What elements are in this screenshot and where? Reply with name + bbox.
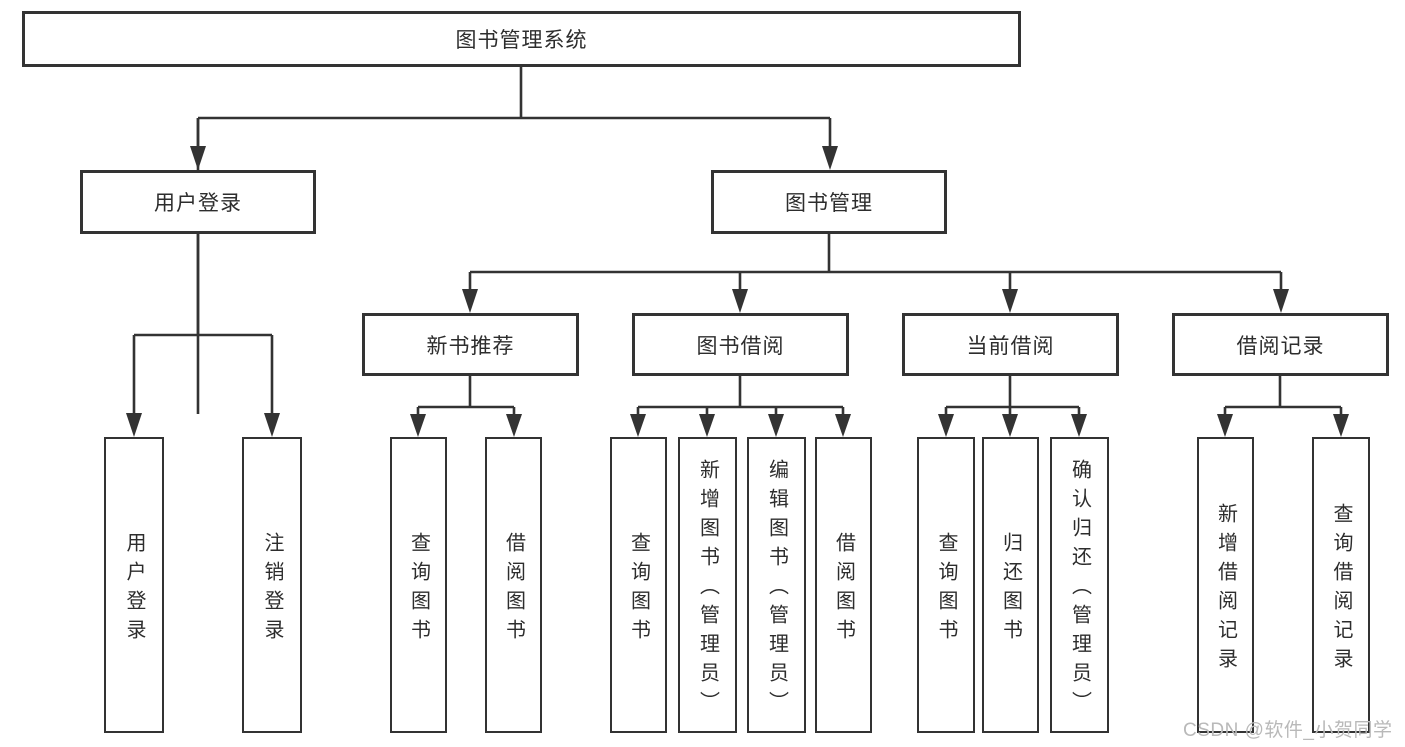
csdn-watermark: CSDN @软件_小贺同学 xyxy=(1183,720,1393,741)
leaf-query-borrow-record: 查询借阅记录 xyxy=(1312,437,1370,733)
node-borrowing-records: 借阅记录 xyxy=(1172,313,1389,376)
node-label: 借阅记录 xyxy=(1236,334,1325,358)
leaf-label: 借阅图书 xyxy=(832,531,855,648)
leaf-edit-books-admin: 编辑图书（管理员） xyxy=(747,437,806,733)
leaf-label: 借阅图书 xyxy=(502,531,525,648)
leaf-label: 确认归还（管理员） xyxy=(1068,459,1091,720)
leaf-label: 用户登录 xyxy=(123,531,145,648)
leaf-label: 编辑图书（管理员） xyxy=(765,459,788,720)
leaf-label: 新增图书（管理员） xyxy=(696,459,719,720)
leaf-query-books: 查询图书 xyxy=(917,437,975,733)
leaf-add-books-admin: 新增图书（管理员） xyxy=(678,437,737,733)
node-root-system: 图书管理系统 xyxy=(22,11,1021,67)
node-book-borrowing: 图书借阅 xyxy=(632,313,849,376)
leaf-label: 查询图书 xyxy=(627,531,650,648)
node-label: 图书借阅 xyxy=(696,334,785,358)
leaf-label: 归还图书 xyxy=(999,531,1022,648)
leaf-borrow-books: 借阅图书 xyxy=(815,437,872,733)
node-label: 当前借阅 xyxy=(966,334,1055,358)
leaf-label: 查询借阅记录 xyxy=(1330,502,1352,677)
leaf-label: 查询图书 xyxy=(407,531,430,648)
leaf-borrow-books: 借阅图书 xyxy=(485,437,542,733)
leaf-query-books: 查询图书 xyxy=(390,437,447,733)
arrowheads xyxy=(126,146,1349,437)
node-label: 新书推荐 xyxy=(426,334,515,358)
leaf-query-books: 查询图书 xyxy=(610,437,667,733)
node-label: 图书管理系统 xyxy=(455,29,588,52)
leaf-label: 查询图书 xyxy=(935,531,957,648)
node-label: 用户登录 xyxy=(154,192,242,215)
leaf-label: 新增借阅记录 xyxy=(1214,502,1237,677)
leaf-add-borrow-record: 新增借阅记录 xyxy=(1197,437,1254,733)
node-user-login-group: 用户登录 xyxy=(80,170,316,234)
leaf-confirm-return-admin: 确认归还（管理员） xyxy=(1050,437,1109,733)
leaf-label: 注销登录 xyxy=(261,531,283,648)
leaf-logout: 注销登录 xyxy=(242,437,302,733)
leaf-user-login: 用户登录 xyxy=(104,437,164,733)
node-current-borrowing: 当前借阅 xyxy=(902,313,1119,376)
node-book-management-group: 图书管理 xyxy=(711,170,947,234)
leaf-return-books: 归还图书 xyxy=(982,437,1039,733)
node-new-book-recommend: 新书推荐 xyxy=(362,313,579,376)
node-label: 图书管理 xyxy=(785,192,873,215)
